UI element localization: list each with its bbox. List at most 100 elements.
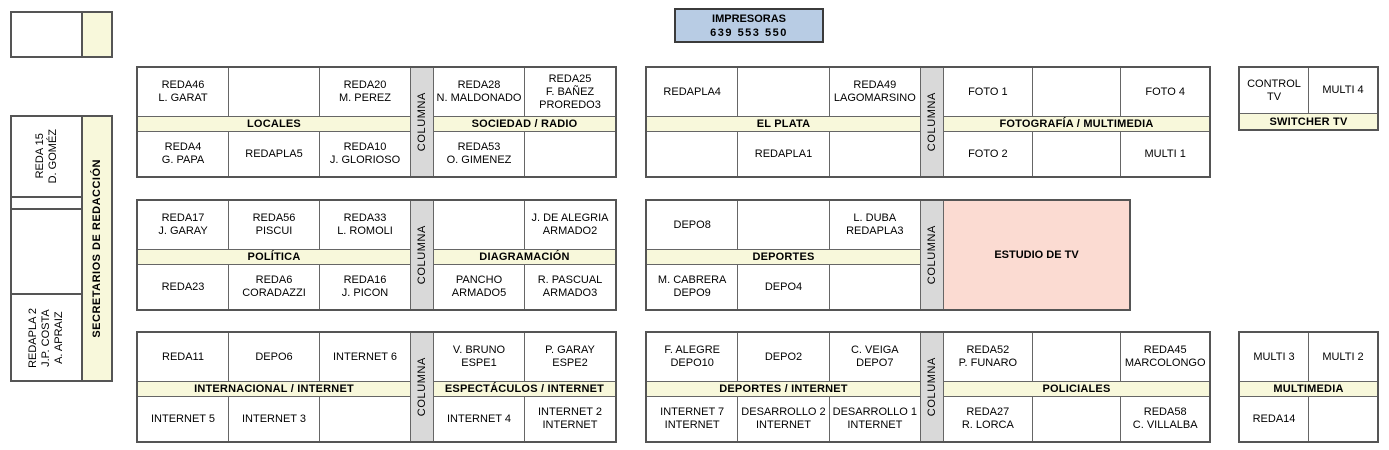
desk-cell[interactable]: DEPO2 <box>738 333 830 381</box>
desk-cell[interactable] <box>647 132 739 176</box>
fotografia-top-row: FOTO 1 FOTO 4 <box>944 68 1210 116</box>
columna-strip: COLUMNA <box>920 333 944 441</box>
printers-title: IMPRESORAS <box>712 12 786 25</box>
desk-cell[interactable]: MULTI 2 <box>1309 333 1377 381</box>
desk-cell[interactable]: DEPO6 <box>229 333 320 381</box>
desk-cell[interactable]: DEPO4 <box>738 265 830 309</box>
section-band-switcher-tv: SWITCHER TV <box>1240 113 1377 129</box>
desk-cell[interactable] <box>525 132 615 176</box>
desk-cell[interactable]: REDAPLA5 <box>229 132 320 176</box>
desk-cell[interactable]: FOTO 4 <box>1121 68 1210 116</box>
sidebar-cell[interactable] <box>12 198 81 210</box>
desk-cell[interactable] <box>1032 397 1122 441</box>
desk-cell[interactable]: CONTROL TV <box>1240 68 1309 113</box>
desk-cell[interactable] <box>738 201 830 249</box>
elplata-bottom-row: REDAPLA1 <box>647 132 920 176</box>
columna-label: COLUMNA <box>926 225 938 285</box>
desk-cell[interactable]: INTERNET 4 <box>434 397 525 441</box>
desk-cell[interactable]: REDA11 <box>138 333 229 381</box>
desk-cell[interactable]: MULTI 3 <box>1240 333 1309 381</box>
columna-label: COLUMNA <box>416 225 428 285</box>
desk-cell[interactable]: REDA23 <box>138 265 229 309</box>
desk-cell[interactable]: REDAPLA4 <box>647 68 739 116</box>
internacional-top-row: REDA11 DEPO6 INTERNET 6 <box>138 333 410 381</box>
columna-strip: COLUMNA <box>920 201 944 309</box>
group-fotografia-multimedia: FOTO 1 FOTO 4 FOTOGRAFÍA / MULTIMEDIA FO… <box>944 68 1210 176</box>
desk-cell[interactable] <box>829 265 920 309</box>
printers-numbers: 639 553 550 <box>710 26 788 39</box>
desk-cell[interactable] <box>738 68 830 116</box>
desk-cell[interactable]: INTERNET 6 <box>320 333 410 381</box>
desk-cell[interactable] <box>1032 333 1122 381</box>
desk-cell[interactable]: MULTI 1 <box>1121 132 1210 176</box>
sidebar-cell[interactable] <box>12 210 81 295</box>
desk-cell[interactable]: FOTO 2 <box>944 132 1033 176</box>
desk-cell[interactable] <box>434 201 525 249</box>
desk-cell[interactable]: INTERNET 5 <box>138 397 229 441</box>
printers-header: IMPRESORAS 639 553 550 <box>674 8 824 43</box>
estudio-de-tv-area[interactable]: ESTUDIO DE TV <box>944 201 1129 309</box>
section-band-multimedia: MULTIMEDIA <box>1240 381 1377 397</box>
desk-cell[interactable] <box>1032 68 1122 116</box>
desk-cell[interactable] <box>1309 397 1377 441</box>
desk-cell[interactable]: MULTI 4 <box>1309 68 1377 113</box>
section-band-deportes-internet: DEPORTES / INTERNET <box>647 381 920 397</box>
desk-cell[interactable]: REDA14 <box>1240 397 1309 441</box>
desk-cell[interactable] <box>829 132 920 176</box>
desk-cell[interactable] <box>229 68 320 116</box>
desk-cell[interactable] <box>320 397 410 441</box>
columna-label: COLUMNA <box>416 357 428 417</box>
desk-cell[interactable]: INTERNET 3 <box>229 397 320 441</box>
desk-cell[interactable] <box>1032 132 1122 176</box>
estudio-de-tv-label: ESTUDIO DE TV <box>994 249 1079 261</box>
desk-cell[interactable]: DEPO8 <box>647 201 739 249</box>
desk-cell[interactable]: REDAPLA1 <box>738 132 830 176</box>
desk-cell[interactable]: FOTO 1 <box>944 68 1033 116</box>
